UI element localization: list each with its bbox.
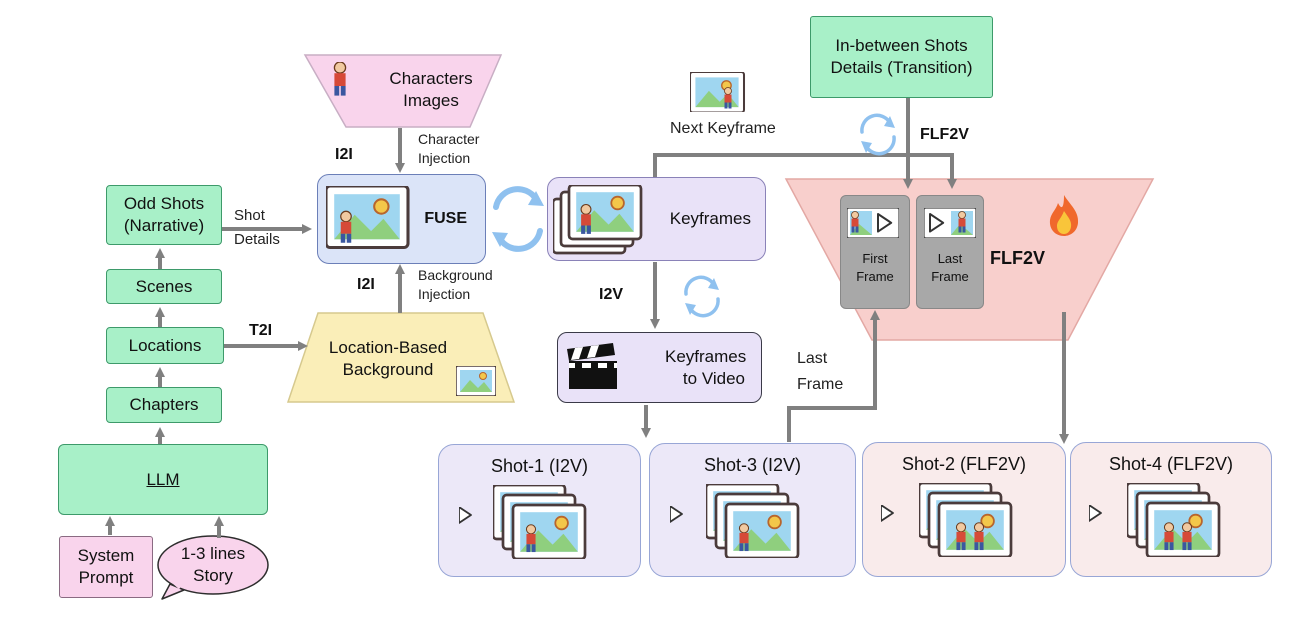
characters-images-label: Characters Images [389, 69, 473, 110]
story-bubble: 1-3 lines Story [163, 540, 263, 590]
story-label: 1-3 lines Story [180, 544, 246, 585]
last-frame-arrow-label: Last Frame [797, 350, 844, 393]
keyframes-to-video-label: Keyframes to Video [665, 346, 747, 388]
location-background-label: Location-Based Background [328, 338, 448, 379]
system-prompt-label: System Prompt [77, 546, 135, 587]
shot-4-title: Shot-4 (FLF2V) [1108, 454, 1234, 474]
shot-2-frames-icon [919, 483, 1013, 557]
shot-1-play-icon [459, 507, 472, 524]
shot-1-card: Shot-1 (I2V) [438, 444, 641, 577]
keyframes-stack-icon [553, 185, 643, 255]
shot-4-card: Shot-4 (FLF2V) [1070, 442, 1272, 577]
llm-box: LLM [58, 444, 268, 515]
shot-3-card: Shot-3 (I2V) [649, 443, 856, 577]
chapters-label: Chapters [129, 395, 199, 414]
fuse-image-icon [326, 186, 410, 250]
llm-label: LLM [146, 469, 180, 489]
fuse-label: FUSE [424, 210, 467, 227]
last-frame-icon [924, 208, 976, 238]
i2v-cycle-icon [684, 275, 720, 318]
shot-1-frames-icon [493, 485, 587, 559]
character-injection-label: Character Injection [418, 131, 480, 166]
shot-3-title: Shot-3 (I2V) [703, 455, 802, 475]
chapters-box: Chapters [106, 387, 222, 423]
characters-images-text: Characters Images [346, 62, 476, 118]
locations-box: Locations [106, 327, 224, 364]
last-frame-card-label: Last Frame [931, 251, 969, 284]
scenes-box: Scenes [106, 269, 222, 304]
characters-images-shape [303, 54, 503, 128]
clapperboard-icon [567, 343, 617, 389]
background-image-icon [456, 366, 496, 396]
background-injection-label: Background Injection [418, 267, 493, 302]
flf2v-arrow-label: FLF2V [920, 126, 969, 143]
flf2v-cycle-icon [860, 113, 896, 156]
system-prompt-box: System Prompt [59, 536, 153, 598]
shot-details-label: Shot Details [234, 207, 280, 248]
character-icon [333, 62, 347, 97]
shot-1-title: Shot-1 (I2V) [490, 456, 589, 476]
location-background-text: Location-Based Background [318, 330, 458, 388]
in-between-box: In-between Shots Details (Transition) [810, 16, 993, 98]
shot-2-card: Shot-2 (FLF2V) [862, 442, 1066, 577]
odd-shots-label: Odd Shots (Narrative) [123, 194, 205, 235]
shot-4-play-icon [1089, 505, 1102, 522]
first-frame-icon [847, 208, 899, 238]
shot-4-frames-icon [1127, 483, 1221, 557]
next-keyframe-icon [690, 72, 746, 112]
i2i-bottom-label: I2I [357, 276, 375, 293]
fuse-keyframes-cycle [493, 186, 543, 252]
first-frame-label: First Frame [856, 251, 894, 284]
in-between-label: In-between Shots Details (Transition) [830, 36, 973, 77]
shot-2-play-icon [881, 505, 894, 522]
keyframes-label: Keyframes [669, 209, 751, 228]
t2i-label: T2I [249, 322, 273, 339]
flf2v-big-label: FLF2V [990, 248, 1046, 268]
scenes-label: Scenes [135, 276, 193, 296]
shot-3-play-icon [670, 506, 683, 523]
next-keyframe-label: Next Keyframe [670, 120, 776, 137]
locations-label: Locations [128, 335, 202, 355]
shot-2-title: Shot-2 (FLF2V) [901, 454, 1027, 474]
i2i-top-label: I2I [335, 146, 353, 163]
shot-3-frames-icon [706, 484, 800, 558]
odd-shots-box: Odd Shots (Narrative) [106, 185, 222, 245]
fire-icon [1049, 195, 1079, 236]
i2v-label: I2V [599, 286, 624, 303]
